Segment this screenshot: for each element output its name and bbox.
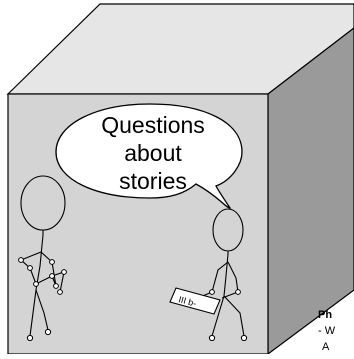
left-figure-joint — [62, 270, 67, 275]
left-figure-joint — [58, 290, 63, 295]
note-line-1: - W — [318, 325, 336, 337]
left-figure-joint — [19, 258, 24, 263]
left-figure-foot — [27, 335, 32, 340]
left-figure-joint — [50, 260, 55, 265]
left-figure-joint — [28, 266, 33, 271]
left-figure-joint — [54, 284, 59, 289]
left-figure-joint — [50, 274, 55, 279]
note-line-2: A — [322, 341, 330, 353]
bubble-line-2: about — [124, 140, 182, 166]
right-figure-foot — [209, 335, 214, 340]
bubble-line-3: stories — [119, 168, 187, 194]
note-title: Ph — [318, 309, 332, 321]
left-figure-joint — [34, 282, 39, 287]
bubble-line-1: Questions — [101, 112, 205, 138]
left-figure-foot — [45, 329, 50, 334]
right-figure-foot — [241, 335, 246, 340]
right-figure-joint — [210, 290, 215, 295]
partial-note: Ph - W A — [318, 309, 336, 353]
right-figure-joint — [236, 290, 241, 295]
